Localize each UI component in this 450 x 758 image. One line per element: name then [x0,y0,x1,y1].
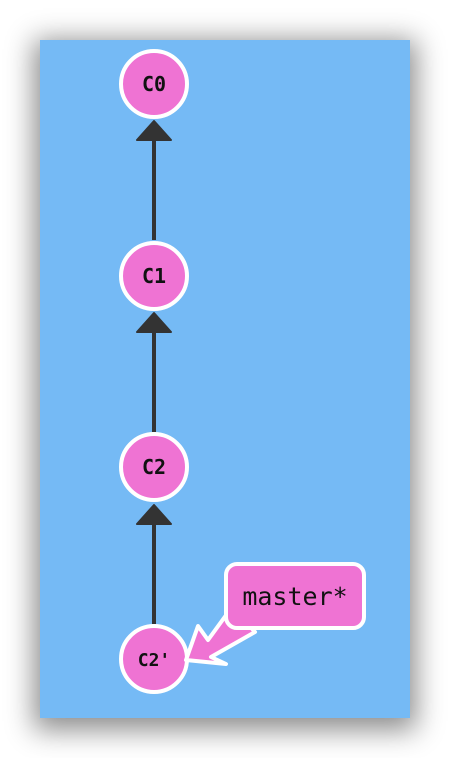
edge-c2prime-c2 [136,504,172,624]
commit-label: C1 [142,264,166,288]
commit-label: C2' [138,650,171,671]
commit-c0[interactable]: C0 [119,49,189,119]
commit-label: C2 [142,455,166,479]
branch-label: master* [242,582,347,611]
branch-label-box [224,562,366,630]
commit-c2prime[interactable]: C2' [119,624,189,694]
commit-label: C0 [142,72,166,96]
commit-c1[interactable]: C1 [119,241,189,311]
branch-master[interactable]: master* [184,562,366,666]
commit-c2[interactable]: C2 [119,432,189,502]
edge-c2-c1 [136,312,172,432]
edge-c1-c0 [136,120,172,240]
